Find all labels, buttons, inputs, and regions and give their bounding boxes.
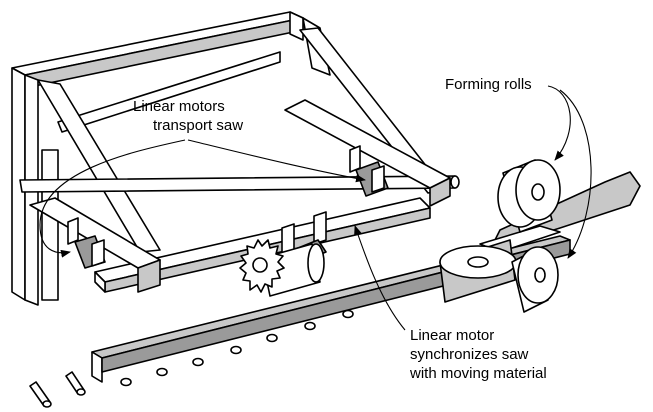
arrow-to-right-motor bbox=[187, 139, 366, 183]
label-sync-line-1: Linear motor bbox=[410, 327, 494, 344]
rear-rail bbox=[19, 175, 460, 193]
label-linear-motors-transport: Linear motors transport saw bbox=[133, 98, 243, 134]
linear-motor-left bbox=[67, 217, 106, 269]
arrow-to-left-motor bbox=[39, 139, 186, 258]
label-linear-motor-sync: Linear motor synchronizes saw with movin… bbox=[409, 327, 547, 382]
forming-roll-top bbox=[497, 159, 561, 233]
arrow-to-center-motor bbox=[354, 225, 406, 331]
right-end-beam bbox=[284, 99, 451, 207]
saw-assembly bbox=[239, 239, 325, 297]
label-sync-line-3: with moving material bbox=[409, 365, 547, 382]
gantry-frame bbox=[11, 11, 446, 306]
arrow-to-bottom-roll bbox=[559, 89, 592, 259]
end-pins bbox=[29, 371, 86, 408]
support-rollers bbox=[120, 309, 354, 387]
arrow-to-top-roll bbox=[547, 85, 571, 161]
label-transport-line-2: transport saw bbox=[153, 117, 243, 134]
label-transport-line-1: Linear motors bbox=[133, 98, 225, 115]
label-forming-rolls: Forming rolls bbox=[445, 76, 532, 93]
linear-motor-right bbox=[349, 145, 389, 197]
label-sync-line-2: synchronizes saw bbox=[410, 346, 529, 363]
leader-arrows bbox=[39, 85, 592, 331]
label-forming-line-1: Forming rolls bbox=[445, 76, 532, 93]
forming-roll-bottom bbox=[439, 239, 559, 313]
